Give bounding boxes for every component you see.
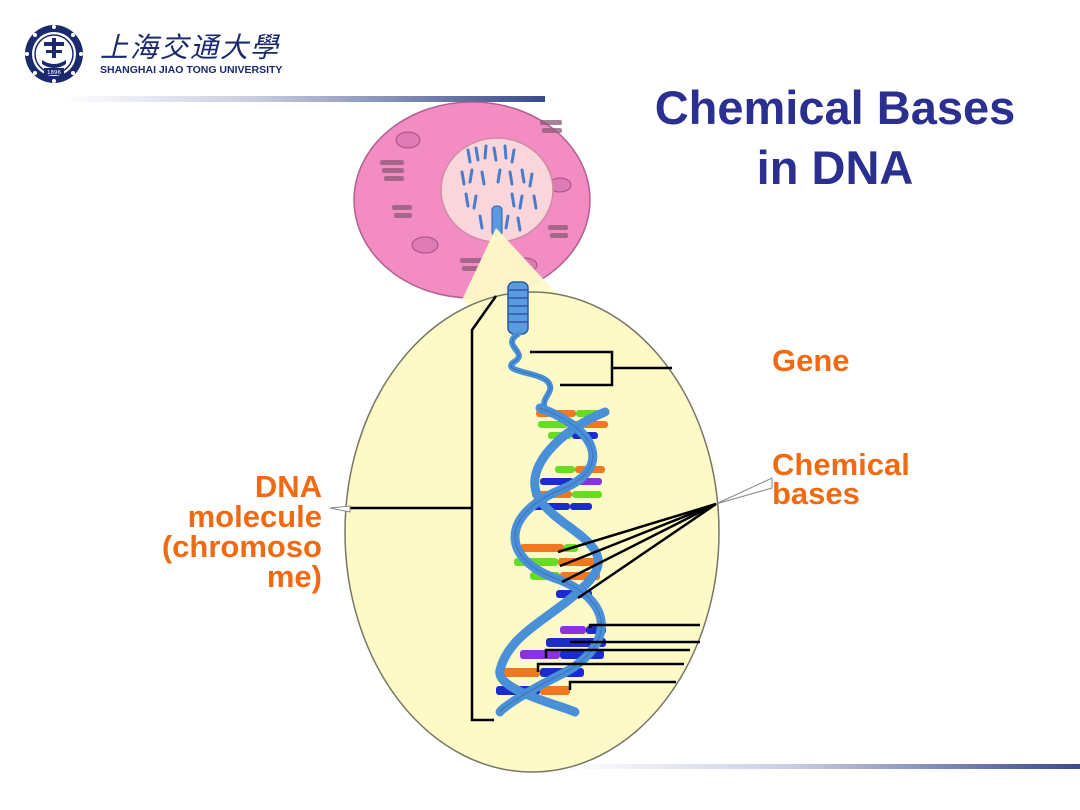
header-divider — [60, 96, 545, 102]
dna-molecule-label: DNA molecule (chromoso me) — [120, 469, 322, 594]
university-name-chinese: 上海交通大學 — [100, 31, 281, 64]
dna-label-line-1: DNA — [254, 469, 322, 504]
base-tick-3 — [544, 648, 690, 658]
chemical-bases-label-line-1: Chemical — [772, 447, 910, 482]
slide-title: Chemical Bases in DNA — [610, 78, 1060, 198]
base-tick-1 — [588, 623, 700, 628]
title-line-1: Chemical Bases — [654, 81, 1016, 134]
base-tick-4 — [536, 662, 684, 672]
zoom-ellipse — [344, 291, 720, 773]
chromatin-coil — [507, 281, 554, 411]
bases-pointer-2 — [559, 502, 717, 568]
bases-pointer-1 — [557, 502, 717, 554]
dna-label-line-4: me) — [266, 559, 322, 594]
gene-label: Gene — [772, 343, 850, 378]
bases-pointer-3 — [561, 502, 717, 584]
seal-year: 1896 — [47, 70, 61, 76]
university-seal-icon: 1896 — [25, 25, 83, 83]
university-name-english: SHANGHAI JIAO TONG UNIVERSITY — [100, 64, 283, 76]
footer-divider — [560, 764, 1080, 769]
bases-pointer-4 — [577, 502, 717, 600]
organelles — [380, 120, 568, 271]
dna-label-line-2: molecule — [187, 499, 322, 534]
cell-illustration — [353, 101, 591, 299]
dna-double-helix — [495, 403, 610, 717]
title-line-2: in DNA — [756, 141, 914, 194]
dna-label-line-3: (chromoso — [161, 529, 322, 564]
bases-callout-pointer — [715, 477, 773, 505]
leader-lines — [350, 295, 717, 722]
base-tick-5 — [568, 680, 676, 690]
chemical-bases-label: Chemical bases — [772, 447, 972, 511]
chemical-bases-label-line-2: bases — [772, 476, 860, 511]
sugar-phosphate-backbone — [495, 403, 610, 717]
chromosome-bracket — [470, 295, 498, 722]
chromosomes — [460, 144, 538, 232]
university-logo: 1896 上海交通大學 SHANGHAI JIAO TONG UNIVERSIT… — [22, 24, 282, 84]
dna-callout-pointer — [329, 505, 351, 513]
